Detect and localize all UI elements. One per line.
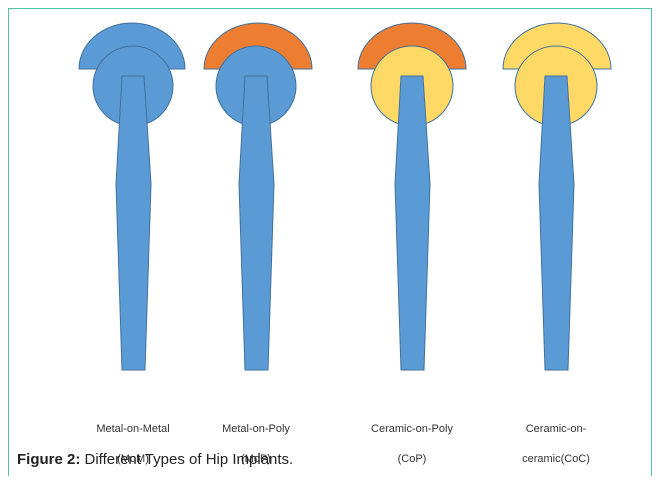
femoral-stem (395, 76, 430, 370)
implant-label-mom: Metal-on-Metal (MoM) (73, 407, 193, 482)
figure-caption: Figure 2: Different Types of Hip Implant… (17, 451, 293, 468)
implant-coc (503, 23, 611, 370)
femoral-stem (539, 76, 574, 370)
femoral-stem (239, 76, 274, 370)
implant-cop (358, 23, 466, 370)
caption-text: Different Types of Hip Implants. (80, 451, 293, 468)
implant-mom (79, 23, 185, 370)
label-line1: Metal-on-Poly (196, 422, 316, 437)
implant-label-cop: Ceramic-on-Poly (CoP) (352, 407, 472, 482)
caption-prefix: Figure 2: (17, 451, 80, 468)
label-line1: Ceramic-on-Poly (352, 422, 472, 437)
femoral-stem (116, 76, 151, 370)
label-line2: (CoP) (352, 452, 472, 467)
label-line1: Ceramic-on- (496, 422, 616, 437)
label-line2: ceramic(CoC) (496, 452, 616, 467)
implant-label-coc: Ceramic-on- ceramic(CoC) (496, 407, 616, 482)
hip-implants-diagram (0, 0, 662, 440)
label-line1: Metal-on-Metal (73, 422, 193, 437)
implant-mop (204, 23, 312, 370)
implant-label-mop: Metal-on-Poly (MoP) (196, 407, 316, 482)
